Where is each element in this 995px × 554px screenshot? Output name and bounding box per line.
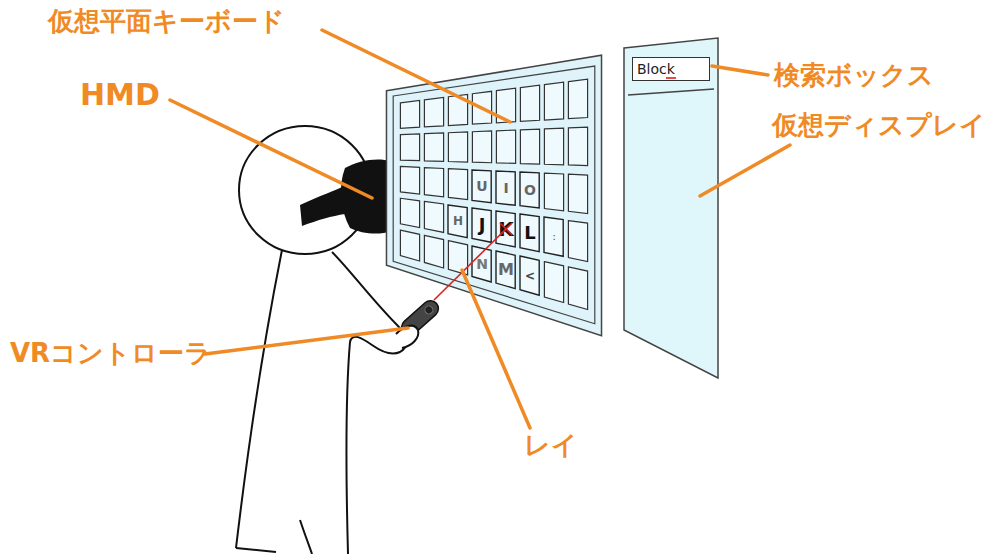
keyboard-key: : [544,217,563,256]
keyboard-key [424,168,443,197]
hit-mark [500,223,512,235]
keyboard-frame [386,55,601,335]
keyboard-key: L [520,214,539,252]
keyboard-key [568,127,587,165]
keyboard-key [424,97,443,127]
keyboard-key [448,132,467,162]
keyboard-key: O [520,172,539,208]
keyboard-key [496,130,515,163]
key-label: < [525,270,535,282]
keyboard-key: J [472,208,491,242]
key-outline [544,217,563,256]
keyboard-key [520,85,539,121]
key-outline [472,170,491,203]
leader-line [170,100,372,198]
body-outline [236,548,276,552]
keyboard-key [424,133,443,161]
callout-label: 仮想平面キーボード [48,8,285,34]
leader-line [322,30,510,122]
key-outline [520,256,539,295]
key-outline [496,251,515,289]
key-label: I [503,181,508,195]
keyboard-key [400,198,419,227]
arm-outline [332,252,407,554]
keyboard-key [520,129,539,164]
keyboard-key: I [496,171,515,205]
search-text: Block [637,62,675,76]
keyboard-key [448,169,467,200]
key-label: : [552,231,556,242]
keyboard-key [568,267,587,310]
keyboard-key: U [472,170,491,203]
leader-line [700,145,790,196]
keyboard-key [424,235,443,268]
keyboard-key [568,174,587,213]
keyboard-key [544,173,563,211]
keyboard-frame [393,66,595,324]
text-cursor [666,77,676,79]
keyboard-key: < [520,256,539,295]
leader-line [205,328,408,354]
keyboard-key [400,100,419,128]
keyboard-key [472,131,491,163]
keyboard-key [568,79,587,119]
leader-line [712,66,768,75]
key-outline [496,171,515,205]
key-label: M [498,262,514,278]
key-outline [448,205,467,238]
keyboard-key: N [472,246,491,282]
keyboard [386,55,601,335]
key-label: H [453,215,463,227]
key-label: L [524,224,535,242]
callout-label: VRコントローラ [10,340,211,366]
keyboard-key [400,134,419,161]
key-outline [472,208,491,242]
callout-label: HMD [80,80,160,110]
key-label: O [524,183,536,197]
keyboard-key: M [496,251,515,289]
key-outline [472,246,491,282]
keyboard-key [544,262,563,303]
callout-label: 仮想ディスプレイ [772,112,986,138]
virtual-display [624,38,718,378]
keyboard-key [424,201,443,232]
key-label: N [476,257,488,271]
body-outline [236,250,282,548]
keyboard-key [400,230,419,261]
key-label: J [479,216,486,234]
callout-label: レイ [524,432,578,458]
leader-line [462,270,530,428]
hmd-strap [300,186,345,226]
key-label: U [476,179,487,193]
keyboard-key [544,82,563,120]
key-outline [496,211,515,247]
display-divider [628,89,714,95]
key-outline [520,172,539,208]
leg-outline [300,520,312,554]
keyboard-key [544,128,563,165]
callout-label: 検索ボックス [774,62,934,88]
keyboard-key: H [448,205,467,238]
keyboard-key [400,166,419,194]
key-outline [520,214,539,252]
keyboard-key [568,221,587,262]
